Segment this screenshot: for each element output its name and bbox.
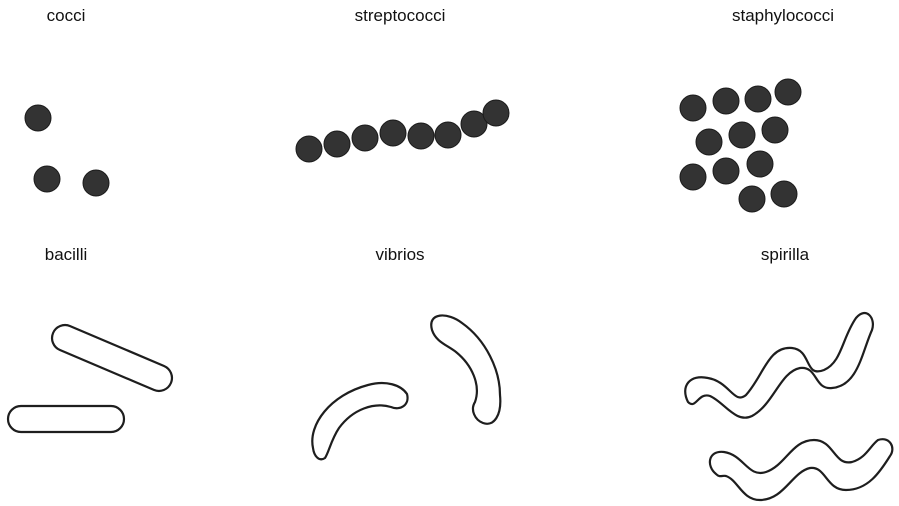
cocci-illustration: [25, 105, 109, 196]
vibrio-cell: [312, 383, 407, 459]
bacilli-illustration: [8, 321, 176, 432]
streptococcus-cell: [352, 125, 378, 151]
staphylococcus-cell: [771, 181, 797, 207]
coccus-cell: [25, 105, 51, 131]
coccus-cell: [34, 166, 60, 192]
staphylococcus-cell: [713, 88, 739, 114]
coccus-cell: [83, 170, 109, 196]
streptococcus-cell: [380, 120, 406, 146]
staphylococcus-cell: [775, 79, 801, 105]
staphylococci-illustration: [680, 79, 801, 212]
bacillus-rod: [48, 321, 176, 395]
staphylococcus-cell: [680, 95, 706, 121]
staphylococcus-cell: [680, 164, 706, 190]
staphylococcus-cell: [747, 151, 773, 177]
streptococcus-cell: [408, 123, 434, 149]
staphylococcus-cell: [762, 117, 788, 143]
staphylococcus-cell: [745, 86, 771, 112]
staphylococcus-cell: [729, 122, 755, 148]
spirillum-cell: [685, 313, 873, 418]
streptococcus-cell: [435, 122, 461, 148]
staphylococcus-cell: [739, 186, 765, 212]
spirillum-cell: [710, 439, 892, 500]
staphylococcus-cell: [713, 158, 739, 184]
streptococci-illustration: [296, 100, 509, 162]
vibrio-cell: [431, 315, 500, 423]
vibrios-illustration: [312, 315, 500, 459]
spirilla-illustration: [685, 313, 892, 500]
bacillus-rod: [8, 406, 124, 432]
streptococcus-cell: [296, 136, 322, 162]
streptococcus-cell: [483, 100, 509, 126]
streptococcus-cell: [324, 131, 350, 157]
staphylococcus-cell: [696, 129, 722, 155]
